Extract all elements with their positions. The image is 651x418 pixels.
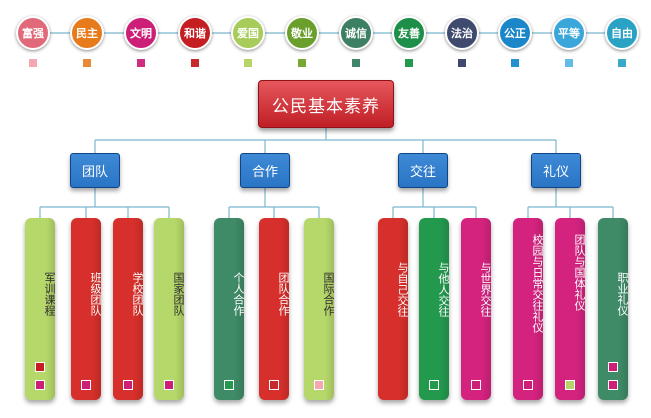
category-node[interactable]: 合作 xyxy=(240,153,290,188)
leaf-value-marker xyxy=(565,380,575,390)
value-color-marker xyxy=(511,59,519,67)
leaf-value-marker xyxy=(608,380,618,390)
leaf-label: 职业礼仪 xyxy=(616,272,629,316)
value-circle[interactable]: 敬业 xyxy=(285,16,319,50)
value-color-marker xyxy=(298,59,306,67)
value-color-marker xyxy=(405,59,413,67)
leaf-label: 国家团队 xyxy=(172,272,185,316)
leaf-value-marker xyxy=(314,380,324,390)
value-color-marker xyxy=(29,59,37,67)
value-circle[interactable]: 法治 xyxy=(445,16,479,50)
value-color-marker xyxy=(137,59,145,67)
category-node[interactable]: 交往 xyxy=(398,153,448,188)
leaf-value-marker xyxy=(269,380,279,390)
category-node[interactable]: 团队 xyxy=(70,153,120,188)
leaf-pillar[interactable]: 班级团队 xyxy=(71,218,102,400)
value-circle[interactable]: 和谐 xyxy=(178,16,212,50)
leaf-label: 与自己交往 xyxy=(396,262,409,317)
leaf-label: 与他人交往 xyxy=(437,262,450,317)
value-circle[interactable]: 自由 xyxy=(605,16,639,50)
leaf-pillar[interactable]: 个人合作 xyxy=(214,218,245,400)
leaf-value-marker xyxy=(164,380,174,390)
leaf-pillar[interactable]: 国家团队 xyxy=(154,218,185,400)
leaf-label: 班级团队 xyxy=(89,272,102,316)
value-circle[interactable]: 富强 xyxy=(16,16,50,50)
value-circle[interactable]: 平等 xyxy=(552,16,586,50)
leaf-label: 学校团队 xyxy=(131,272,144,316)
leaf-value-marker xyxy=(123,380,133,390)
leaf-value-marker xyxy=(35,380,45,390)
category-node[interactable]: 礼仪 xyxy=(531,153,581,188)
leaf-pillar[interactable]: 团队合作 xyxy=(259,218,290,400)
leaf-value-marker xyxy=(81,380,91,390)
leaf-label: 个人合作 xyxy=(232,272,245,316)
leaf-value-marker xyxy=(523,380,533,390)
leaf-label: 军训课程 xyxy=(43,272,56,316)
leaf-pillar[interactable]: 职业礼仪 xyxy=(598,218,629,400)
value-circle[interactable]: 文明 xyxy=(124,16,158,50)
leaf-pillar[interactable]: 校园与日常交往礼仪 xyxy=(513,218,544,400)
leaf-label: 校园与日常交往礼仪 xyxy=(531,234,544,333)
value-color-marker xyxy=(191,59,199,67)
value-circle[interactable]: 公正 xyxy=(498,16,532,50)
leaf-value-marker xyxy=(35,362,45,372)
value-circle[interactable]: 诚信 xyxy=(339,16,373,50)
value-color-marker xyxy=(83,59,91,67)
leaf-label: 团队与国体礼仪 xyxy=(573,234,586,311)
value-color-marker xyxy=(458,59,466,67)
leaf-value-marker xyxy=(224,380,234,390)
leaf-pillar[interactable]: 与他人交往 xyxy=(419,218,450,400)
leaf-pillar[interactable]: 国际合作 xyxy=(304,218,335,400)
leaf-pillar[interactable]: 与自己交往 xyxy=(378,218,409,400)
leaf-label: 与世界交往 xyxy=(479,262,492,317)
value-color-marker xyxy=(565,59,573,67)
value-circle[interactable]: 爱国 xyxy=(231,16,265,50)
leaf-pillar[interactable]: 与世界交往 xyxy=(461,218,492,400)
leaf-value-marker xyxy=(608,362,618,372)
leaf-value-marker xyxy=(429,380,439,390)
leaf-value-marker xyxy=(471,380,481,390)
value-color-marker xyxy=(618,59,626,67)
value-circle[interactable]: 友善 xyxy=(392,16,426,50)
leaf-pillar[interactable]: 学校团队 xyxy=(113,218,144,400)
leaf-pillar[interactable]: 军训课程 xyxy=(25,218,56,400)
value-color-marker xyxy=(352,59,360,67)
leaf-pillar[interactable]: 团队与国体礼仪 xyxy=(555,218,586,400)
leaf-label: 国际合作 xyxy=(322,272,335,316)
root-node[interactable]: 公民基本素养 xyxy=(258,80,394,128)
value-circle[interactable]: 民主 xyxy=(70,16,104,50)
leaf-label: 团队合作 xyxy=(277,272,290,316)
value-color-marker xyxy=(244,59,252,67)
